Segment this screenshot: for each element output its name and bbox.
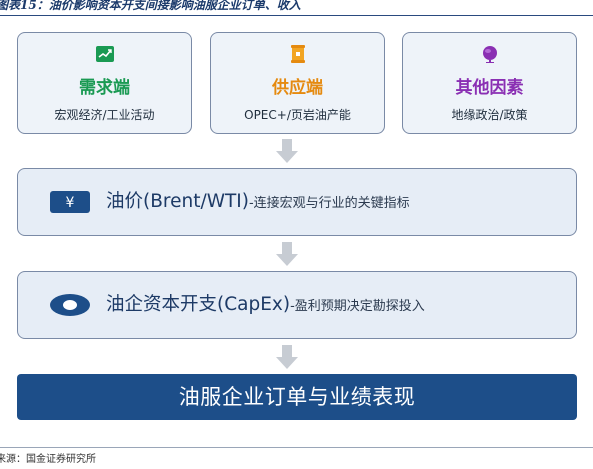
oil-price-label: 油价(Brent/WTI)-连接宏观与行业的关键指标 xyxy=(106,189,410,217)
capex-title: 油企资本开支(CapEx) xyxy=(106,294,291,315)
factor-title-supply: 供应端 xyxy=(272,78,323,98)
factor-subtitle-other: 地缘政治/政策 xyxy=(451,108,528,122)
factor-title-demand: 需求端 xyxy=(79,78,130,98)
factor-box-supply: 供应端 OPEC+/页岩油产能 xyxy=(210,32,385,134)
factor-title-other: 其他因素 xyxy=(455,78,524,98)
down-arrow-icon xyxy=(276,139,298,163)
capex-box: 油企资本开支(CapEx)-盈利预期决定勘探投入 xyxy=(17,271,577,339)
factor-box-other: 其他因素 地缘政治/政策 xyxy=(402,32,577,134)
source-rule xyxy=(0,447,593,448)
oil-price-desc: -连接宏观与行业的关键指标 xyxy=(248,196,410,211)
figure-title: 图表15：油价影响资本开支间接影响油服企业订单、收入 xyxy=(0,0,301,12)
trending-chart-icon xyxy=(95,46,114,62)
capex-label: 油企资本开支(CapEx)-盈利预期决定勘探投入 xyxy=(106,292,425,320)
oil-price-title: 油价(Brent/WTI) xyxy=(106,191,249,212)
factor-box-demand: 需求端 宏观经济/工业活动 xyxy=(17,32,192,134)
result-bar: 油服企业订单与业绩表现 xyxy=(17,374,577,420)
oil-barrel-icon xyxy=(290,45,305,63)
figure-source: 来源：国金证券研究所 xyxy=(0,454,96,465)
result-label: 油服企业订单与业绩表现 xyxy=(178,385,416,409)
capex-desc: -盈利预期决定勘探投入 xyxy=(290,299,425,314)
yen-badge-text: ¥ xyxy=(66,195,75,211)
factor-subtitle-demand: 宏观经济/工业活动 xyxy=(54,108,155,122)
down-arrow-icon xyxy=(276,242,298,266)
title-rule xyxy=(0,15,593,16)
yen-badge-icon: ¥ xyxy=(50,191,90,213)
factor-subtitle-supply: OPEC+/页岩油产能 xyxy=(244,108,351,122)
down-arrow-icon xyxy=(276,345,298,369)
eye-badge-icon xyxy=(50,294,90,316)
globe-icon xyxy=(482,46,497,63)
oil-price-box: ¥ 油价(Brent/WTI)-连接宏观与行业的关键指标 xyxy=(17,168,577,236)
